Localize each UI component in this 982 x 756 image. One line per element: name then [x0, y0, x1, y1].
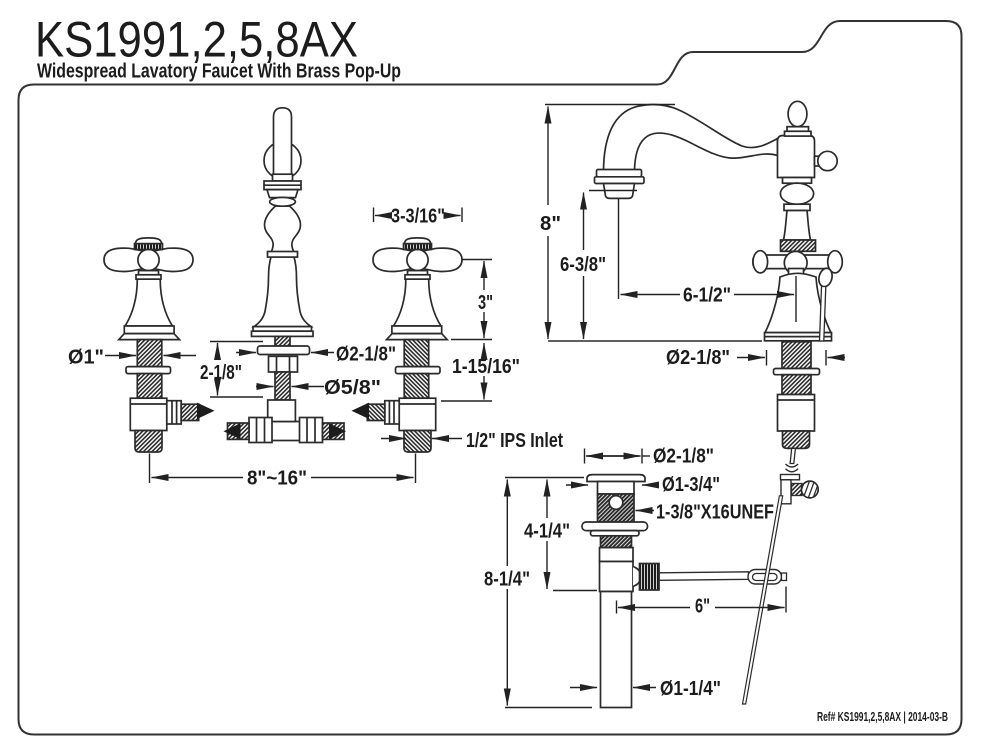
svg-text:Ref# KS1991,2,5,8AX | 2014-03-: Ref# KS1991,2,5,8AX | 2014-03-B: [817, 709, 948, 724]
svg-text:1-3/8"X16UNEF: 1-3/8"X16UNEF: [656, 502, 774, 524]
svg-text:3": 3": [478, 292, 493, 314]
svg-text:3-3/16": 3-3/16": [391, 206, 445, 228]
svg-text:8-1/4": 8-1/4": [484, 569, 530, 591]
svg-text:Ø1-3/4": Ø1-3/4": [662, 474, 720, 496]
svg-text:6-1/2": 6-1/2": [683, 285, 731, 307]
svg-text:6": 6": [695, 596, 710, 618]
svg-text:Ø2-1/8": Ø2-1/8": [653, 446, 714, 468]
svg-text:2-1/8": 2-1/8": [200, 362, 242, 384]
svg-text:KS1991,2,5,8AX: KS1991,2,5,8AX: [35, 12, 358, 68]
svg-text:6-3/8": 6-3/8": [560, 254, 606, 276]
svg-text:8"~16": 8"~16": [247, 468, 307, 490]
svg-text:4-1/4": 4-1/4": [524, 521, 570, 543]
svg-text:1-15/16": 1-15/16": [452, 356, 520, 378]
svg-text:1/2" IPS Inlet: 1/2" IPS Inlet: [466, 430, 563, 452]
svg-text:Ø2-1/8": Ø2-1/8": [666, 347, 730, 369]
svg-text:Widespread Lavatory Faucet Wit: Widespread Lavatory Faucet With Brass Po…: [37, 60, 401, 83]
svg-text:Ø1-1/4": Ø1-1/4": [660, 678, 721, 700]
svg-text:Ø1": Ø1": [68, 347, 104, 369]
svg-text:Ø2-1/8": Ø2-1/8": [336, 344, 396, 366]
svg-text:8": 8": [540, 213, 561, 235]
svg-text:Ø5/8": Ø5/8": [324, 377, 381, 399]
